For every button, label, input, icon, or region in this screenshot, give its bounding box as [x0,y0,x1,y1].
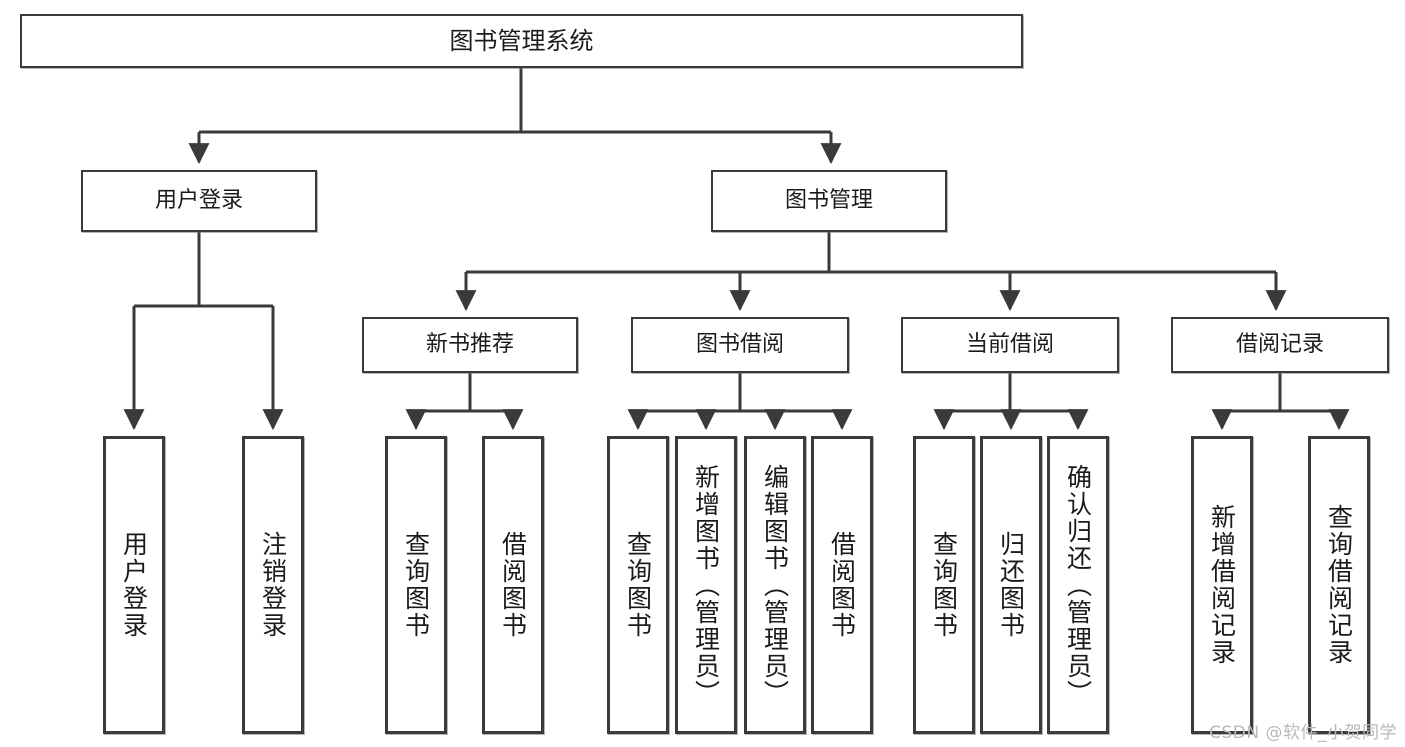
node-label: 编辑图书（管理员） [760,463,790,707]
leaf-recommend-query-book[interactable]: 查询图书 [385,436,447,734]
leaf-borrow-query-book[interactable]: 查询图书 [607,436,669,734]
node-label: 新增图书（管理员） [691,463,721,707]
node-borrow-record[interactable]: 借阅记录 [1171,317,1389,373]
node-book-management[interactable]: 图书管理 [711,170,947,232]
leaf-recommend-borrow-book[interactable]: 借阅图书 [482,436,544,734]
leaf-borrow-add-book-admin[interactable]: 新增图书（管理员） [675,436,737,734]
leaf-borrow-edit-book-admin[interactable]: 编辑图书（管理员） [744,436,806,734]
node-label: 新书推荐 [425,332,514,358]
leaf-user-login-login[interactable]: 用户登录 [103,436,165,734]
node-current-borrow[interactable]: 当前借阅 [901,317,1119,373]
leaf-current-query-book[interactable]: 查询图书 [913,436,975,734]
node-user-login[interactable]: 用户登录 [81,170,317,232]
node-label: 查询图书 [929,531,959,639]
node-label: 用户登录 [119,531,149,639]
csdn-watermark: CSDN @软件_小贺同学 [1209,723,1397,743]
node-label: 借阅图书 [498,531,528,639]
leaf-current-confirm-return-admin[interactable]: 确认归还（管理员） [1047,436,1109,734]
leaf-user-login-logout[interactable]: 注销登录 [242,436,304,734]
node-label: 新增借阅记录 [1207,504,1237,666]
node-label: 查询借阅记录 [1324,504,1354,666]
node-label: 查询图书 [623,531,653,639]
leaf-record-add-record[interactable]: 新增借阅记录 [1191,436,1253,734]
node-label: 图书管理 [784,188,873,214]
node-label: 图书借阅 [695,332,784,358]
node-label: 图书管理系统 [449,27,594,55]
node-label: 注销登录 [258,531,288,639]
node-label: 借阅图书 [827,531,857,639]
node-label: 查询图书 [401,531,431,639]
node-label: 用户登录 [154,188,243,214]
node-new-book-recommend[interactable]: 新书推荐 [362,317,578,373]
node-label: 归还图书 [996,531,1026,639]
leaf-current-return-book[interactable]: 归还图书 [980,436,1042,734]
node-book-borrow[interactable]: 图书借阅 [631,317,849,373]
leaf-borrow-borrow-book[interactable]: 借阅图书 [811,436,873,734]
leaf-record-query-record[interactable]: 查询借阅记录 [1308,436,1370,734]
node-root-system[interactable]: 图书管理系统 [20,14,1023,68]
node-label: 当前借阅 [965,332,1054,358]
node-label: 确认归还（管理员） [1063,463,1093,707]
node-label: 借阅记录 [1235,332,1324,358]
